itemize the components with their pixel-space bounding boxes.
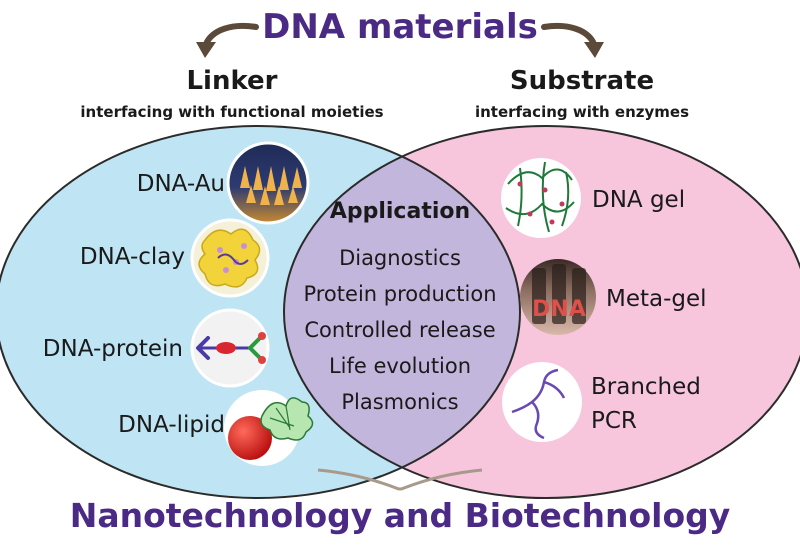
application-heading: Application xyxy=(330,199,470,224)
item-dna-protein: DNA-protein xyxy=(43,336,183,362)
gold-nanostructure-image xyxy=(226,141,310,225)
application-overlap xyxy=(284,126,520,498)
substrate-heading: Substrate xyxy=(510,66,654,96)
protein-conjugate-image xyxy=(190,308,270,388)
app-life-evolution: Life evolution xyxy=(329,354,471,378)
lipid-vesicle-image xyxy=(224,390,314,466)
item-dna-gel: DNA gel xyxy=(592,187,685,213)
item-dna-clay: DNA-clay xyxy=(80,244,185,270)
item-branched: Branched xyxy=(591,374,701,400)
item-dna-lipid: DNA-lipid xyxy=(118,412,225,438)
item-dna-au: DNA-Au xyxy=(137,171,225,197)
diagram-title: DNA materials xyxy=(262,7,538,47)
arrow-head-left-icon xyxy=(196,42,216,58)
bottom-brace-icon xyxy=(317,468,483,491)
app-controlled-release: Controlled release xyxy=(304,318,495,342)
arrow-head-right-icon xyxy=(584,42,604,58)
app-plasmonics: Plasmonics xyxy=(341,390,458,414)
app-protein-production: Protein production xyxy=(303,282,496,306)
substrate-subheading: interfacing with enzymes xyxy=(475,103,689,121)
meta-gel-dna-letters: DNA xyxy=(532,297,586,322)
branched-dna-image xyxy=(502,362,582,442)
app-diagnostics: Diagnostics xyxy=(339,246,461,270)
footer-title: Nanotechnology and Biotechnology xyxy=(70,496,731,535)
linker-heading: Linker xyxy=(186,66,277,96)
item-pcr: PCR xyxy=(591,408,637,434)
arrow-to-substrate-icon xyxy=(541,23,597,47)
clay-particle-image xyxy=(190,218,270,298)
meta-gel-jars-image: DNA xyxy=(520,259,596,335)
arrow-to-linker-icon xyxy=(203,23,259,47)
item-meta-gel: Meta-gel xyxy=(606,286,707,312)
linker-subheading: interfacing with functional moieties xyxy=(80,103,383,121)
dna-gel-network-image xyxy=(501,158,581,238)
